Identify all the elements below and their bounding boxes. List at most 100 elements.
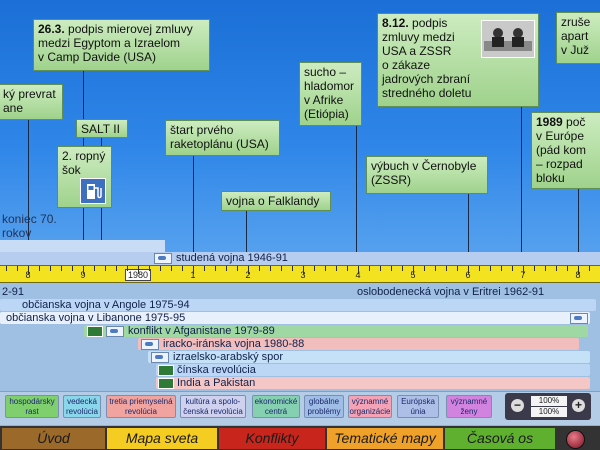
event-text: koniec 70. rokov bbox=[2, 212, 57, 240]
ruler-tick bbox=[578, 266, 579, 274]
map-icon[interactable] bbox=[570, 313, 588, 324]
nav-tab-konflikty[interactable]: Konflikty bbox=[219, 428, 325, 449]
ruler-tick bbox=[446, 266, 447, 271]
filter-label: tretia priemyselná bbox=[109, 397, 173, 406]
event-salt-ii[interactable]: SALT II bbox=[76, 119, 128, 138]
ruler-tick bbox=[17, 266, 18, 271]
filter-kultura[interactable]: kultúra a spolo-čenská revolúcia bbox=[180, 395, 246, 418]
conflict-label: iracko-iránska vojna 1980-88 bbox=[163, 338, 305, 350]
ruler-tick bbox=[424, 266, 425, 271]
event-text: (pád kom bbox=[536, 143, 587, 157]
map-icon[interactable] bbox=[106, 325, 124, 337]
filter-label: globálne bbox=[308, 397, 340, 406]
ruler-label: 2 bbox=[245, 270, 251, 280]
conflict-row-india[interactable]: India a Pakistan bbox=[156, 377, 590, 389]
ruler-tick bbox=[226, 266, 227, 271]
ruler-tick bbox=[435, 266, 436, 271]
nav-tab-mapa-sveta[interactable]: Mapa sveta bbox=[107, 428, 217, 449]
nav-tab-casova-os[interactable]: Časová os bbox=[445, 428, 555, 449]
event-prevrat[interactable]: ký prevrat ane bbox=[0, 84, 63, 120]
event-text: SALT II bbox=[81, 122, 120, 136]
ruler-tick bbox=[72, 266, 73, 271]
event-date: 8.12. bbox=[382, 16, 409, 30]
conflict-row-angola[interactable]: občianska vojna v Angole 1975-94 bbox=[0, 299, 596, 311]
map-icon[interactable] bbox=[154, 252, 172, 264]
ruler-tick bbox=[127, 266, 128, 271]
ruler-tick bbox=[479, 266, 480, 271]
ruler-tick bbox=[94, 266, 95, 271]
ruler-tick bbox=[380, 266, 381, 271]
ruler-tick bbox=[6, 266, 7, 271]
conflict-row-afganistan[interactable]: konflikt v Afganistane 1979-89 bbox=[84, 325, 588, 337]
ruler-tick bbox=[292, 266, 293, 271]
ruler-tick bbox=[237, 266, 238, 271]
ruler-tick bbox=[589, 266, 590, 271]
nav-tab-uvod[interactable]: Úvod bbox=[2, 428, 105, 449]
ruler-label: 4 bbox=[355, 270, 361, 280]
cold-war-label: studená vojna 1946-91 bbox=[176, 252, 288, 264]
ruler-tick bbox=[259, 266, 260, 271]
event-ropny-sok[interactable]: 2. ropný šok bbox=[57, 146, 112, 208]
timeline-ruler[interactable]: 8 9 1980 1 2 3 4 5 6 7 8 bbox=[0, 265, 600, 283]
event-text: poč bbox=[562, 115, 586, 129]
event-text: podpis bbox=[408, 16, 448, 30]
event-connector-line bbox=[193, 155, 194, 265]
zoom-in-button[interactable]: + bbox=[572, 399, 585, 412]
event-text: sucho – bbox=[304, 65, 347, 79]
conflict-row-izrael[interactable]: izraelsko-arabský spor bbox=[148, 351, 590, 363]
event-text: zmluvy medzi bbox=[382, 30, 455, 44]
exit-button[interactable] bbox=[566, 430, 585, 449]
ruler-tick bbox=[391, 266, 392, 271]
filter-label: organizácie bbox=[349, 407, 391, 416]
conflict-label: konflikt v Afganistane 1979-89 bbox=[128, 325, 275, 337]
event-koniec-70: koniec 70. rokov bbox=[0, 212, 82, 240]
event-connector-line bbox=[356, 126, 357, 265]
conflict-row-iran-irak[interactable]: iracko-iránska vojna 1980-88 bbox=[138, 338, 579, 350]
ruler-tick bbox=[39, 266, 40, 271]
event-text: ký prevrat bbox=[3, 87, 56, 101]
event-connector-line bbox=[468, 194, 469, 265]
map-icon[interactable] bbox=[151, 351, 169, 363]
filter-label: významné bbox=[450, 397, 488, 406]
event-inf-treaty[interactable]: 8.12. podpis zmluvy medzi USA a ZSSR o z… bbox=[377, 13, 539, 107]
event-text: ane bbox=[3, 101, 24, 115]
map-icon[interactable] bbox=[141, 338, 159, 350]
ruler-tick bbox=[303, 266, 304, 274]
event-text: v Juž bbox=[561, 43, 590, 57]
event-text: o zákaze bbox=[382, 58, 431, 72]
event-1989[interactable]: 1989 poč v Európe (pád kom – rozpad blok… bbox=[531, 112, 600, 189]
event-sucho[interactable]: sucho – hladomor v Afrike (Etiópia) bbox=[299, 62, 362, 126]
ruler-tick bbox=[61, 266, 62, 271]
ruler-tick bbox=[138, 266, 139, 274]
ruler-tick bbox=[50, 266, 51, 271]
ruler-tick bbox=[512, 266, 513, 271]
zoom-out-button[interactable]: − bbox=[511, 399, 524, 412]
conflict-row-eritrea[interactable]: 2-91 oslobodenecká vojna v Eritrei 1962-… bbox=[0, 286, 600, 298]
event-camp-david[interactable]: 26.3. podpis mierovej zmluvy medzi Egypt… bbox=[33, 19, 210, 71]
event-text: v Camp Davide (USA) bbox=[38, 50, 157, 64]
event-falklandy[interactable]: vojna o Falklandy bbox=[221, 191, 331, 211]
cold-war-band[interactable]: studená vojna 1946-91 bbox=[0, 252, 600, 265]
conflict-row-libanon[interactable]: občianska vojna v Libanone 1975-95 bbox=[0, 312, 590, 324]
conflict-row-cina[interactable]: čínska revolúcia bbox=[156, 364, 590, 376]
timeline-events-area: ký prevrat ane 26.3. podpis mierovej zml… bbox=[0, 0, 600, 265]
event-cernobyl[interactable]: výbuch v Černobyle (ZSSR) bbox=[366, 156, 488, 194]
event-text: šok bbox=[62, 163, 81, 177]
conflicts-area: 2-91 oslobodenecká vojna v Eritrei 1962-… bbox=[0, 283, 600, 391]
event-zrusenie-apartheidu[interactable]: zruše apart v Juž bbox=[556, 12, 600, 64]
event-raketoplan[interactable]: štart prvého raketoplánu (USA) bbox=[165, 120, 280, 156]
flag-icon bbox=[158, 377, 174, 389]
ruler-tick bbox=[105, 266, 106, 271]
nav-tab-tematicke-mapy[interactable]: Tematické mapy bbox=[327, 428, 443, 449]
flag-icon bbox=[158, 364, 174, 376]
event-text: (ZSSR) bbox=[371, 173, 411, 187]
ruler-tick bbox=[413, 266, 414, 274]
